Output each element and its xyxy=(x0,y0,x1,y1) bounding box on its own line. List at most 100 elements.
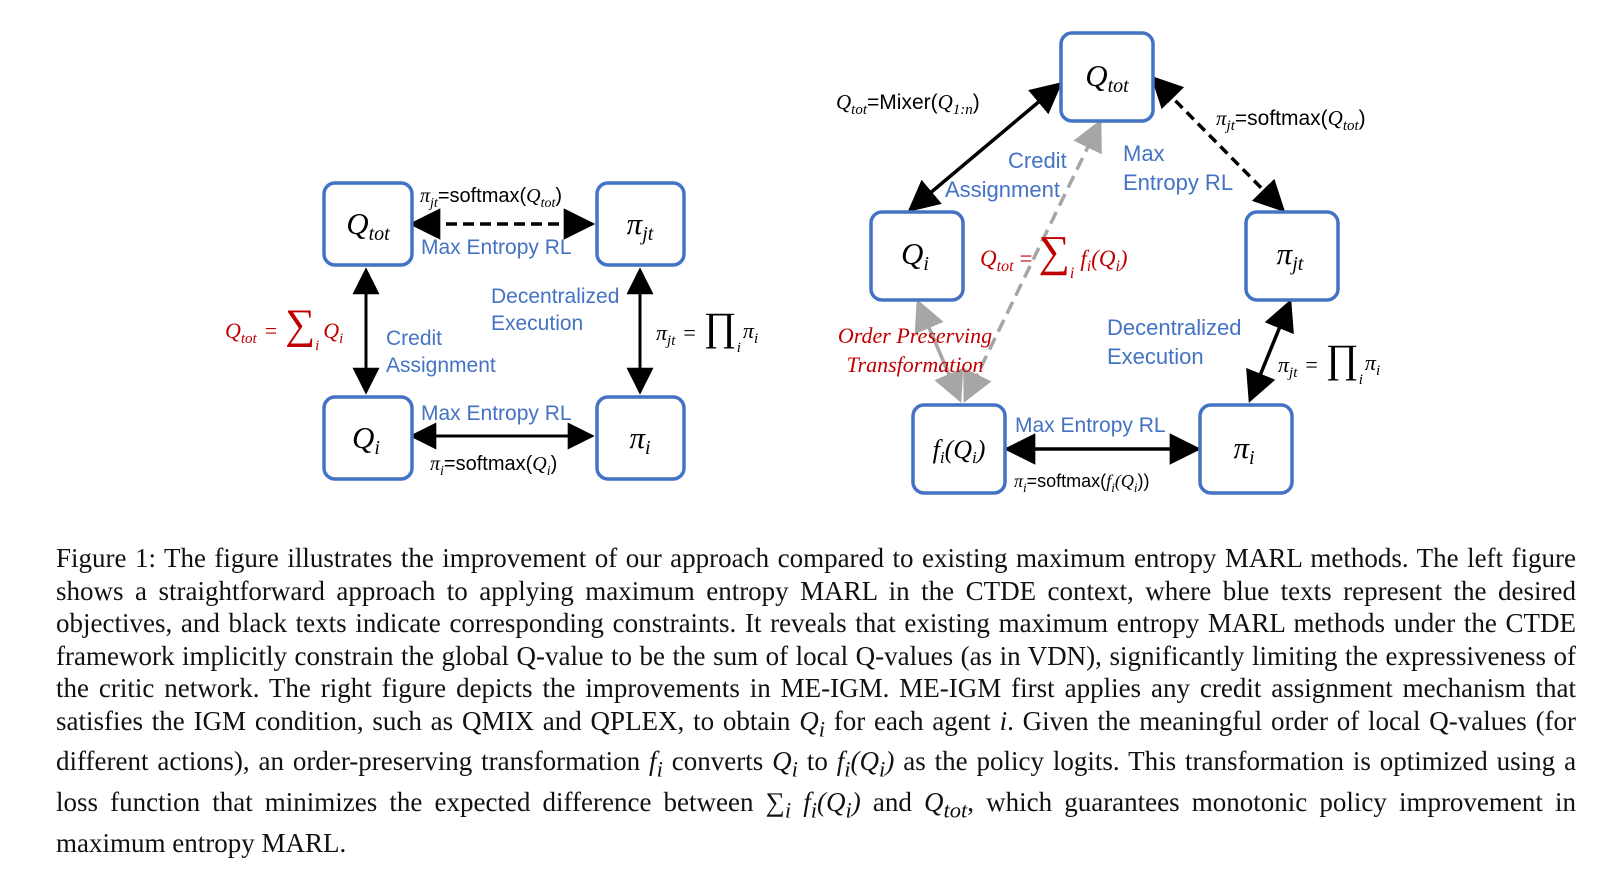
text: =softmax( xyxy=(444,453,533,475)
symbol: Q xyxy=(836,90,851,114)
node-label: (Q xyxy=(945,435,973,464)
caption-text: to xyxy=(806,746,828,777)
svg-text:Qtot: Qtot xyxy=(346,206,390,245)
caption-text: Figure 1: The figure illustrates the imp… xyxy=(56,543,1576,736)
text: =softmax( xyxy=(1027,471,1107,491)
subscript: i xyxy=(315,338,319,354)
right-node-pii: πi xyxy=(1198,403,1294,495)
subscript: i xyxy=(737,340,741,356)
symbol: Q xyxy=(323,318,339,343)
caption-text: , which guarantees monotonic policy impr… xyxy=(56,787,1577,859)
left-top-objective: Max Entropy RL xyxy=(421,236,572,259)
right-node-fq: fi(Qi) xyxy=(911,403,1007,495)
caption-math: Qi xyxy=(799,705,825,741)
symbol: f xyxy=(1106,471,1114,491)
caption-math: Qi xyxy=(772,746,798,782)
node-subscript: i xyxy=(1249,447,1255,469)
subscript: i xyxy=(1359,372,1363,388)
right-arrow-qtot-fq-dashed xyxy=(963,119,1102,403)
caption-text: for each agent xyxy=(833,705,991,736)
subscript: jt xyxy=(665,333,676,349)
prod-symbol: ∏ xyxy=(1326,336,1359,381)
caption-math: fi(Qi) xyxy=(836,746,895,782)
right-node-pijt: πjt xyxy=(1244,210,1340,302)
caption-math: Qtot xyxy=(924,787,968,823)
symbol: (Q xyxy=(1091,246,1116,271)
subscript: i xyxy=(547,464,551,479)
caption-text: and xyxy=(872,787,912,818)
symbol: π xyxy=(1014,471,1024,491)
text: ) xyxy=(555,185,562,207)
node-subscript: i xyxy=(940,448,945,467)
left-node-pijt: πjt xyxy=(595,181,686,267)
symbol: Q xyxy=(1328,106,1343,130)
node-label: Q xyxy=(1085,58,1107,93)
symbol: π xyxy=(1216,106,1227,130)
svg-text:πjt: πjt xyxy=(1277,236,1304,275)
symbol: π xyxy=(1365,350,1377,375)
node-subscript: jt xyxy=(639,223,654,245)
text: ) xyxy=(551,453,558,475)
node-label: π xyxy=(627,206,644,241)
text: ) xyxy=(1359,107,1366,130)
subscript: jt xyxy=(428,196,439,211)
node-label: Q xyxy=(346,206,368,241)
right-arrow-pijt-pii xyxy=(1246,299,1294,403)
text: =Mixer( xyxy=(867,91,938,114)
subscript: tot xyxy=(997,258,1014,275)
subscript: tot xyxy=(241,331,258,347)
node-subscript: i xyxy=(923,253,929,275)
subscript: tot xyxy=(851,102,868,118)
subscript: i xyxy=(1111,480,1115,495)
caption-math: i xyxy=(999,705,1008,736)
left-node-qi: Qi xyxy=(322,395,414,481)
right-bottom-constraint: πi=softmax(fi(Qi)) xyxy=(1014,471,1149,495)
node-label: π xyxy=(629,420,646,455)
subscript: tot xyxy=(1343,118,1360,134)
symbol: Q xyxy=(532,453,547,475)
right-mixer-constraint: Qtot=Mixer(Q1:n) xyxy=(836,90,980,118)
node-subscript: i xyxy=(374,437,380,459)
text: = xyxy=(683,320,695,345)
symbol: π xyxy=(656,320,668,345)
right-node-qtot: Qtot xyxy=(1059,31,1155,123)
symbol: f xyxy=(1080,246,1090,271)
subscript: i xyxy=(440,464,444,479)
left-top-constraint: πjt=softmax(Qtot) xyxy=(420,185,562,211)
node-label: f xyxy=(933,435,944,464)
figure-diagram: Qtot πjt Qi πi πjt=softmax(Qtot) Max Ent… xyxy=(225,31,1380,495)
subscript: i xyxy=(1087,258,1091,275)
node-subscript: i xyxy=(645,437,651,459)
svg-text:πi: πi xyxy=(1233,430,1254,469)
subscript: i xyxy=(1134,480,1138,495)
subscript: jt xyxy=(1225,118,1236,134)
symbol: (Q xyxy=(1115,471,1134,492)
caption-text: converts xyxy=(671,746,764,777)
text: = xyxy=(265,318,277,343)
subscript: i xyxy=(754,331,758,347)
symbol: Q xyxy=(526,185,541,207)
left-node-qtot: Qtot xyxy=(322,181,414,267)
right-diagram: Qtot Qi πjt fi(Qi) πi Qtot=Mixer(Q1:n) π… xyxy=(836,31,1380,495)
caption-text: as the policy logits. This transformatio… xyxy=(56,746,1577,818)
subscript: i xyxy=(1070,265,1074,282)
caption-math: ∑i fi(Qi) xyxy=(765,787,861,823)
left-bottom-constraint: πi=softmax(Qi) xyxy=(430,453,557,479)
subscript: i xyxy=(1115,258,1119,275)
node-label: Q xyxy=(352,420,374,455)
text: = xyxy=(1305,352,1317,377)
text: )) xyxy=(1137,471,1149,491)
svg-text:πjt: πjt xyxy=(627,206,654,245)
right-arrow-qi-fq xyxy=(914,299,964,403)
right-bottom-objective: Max Entropy RL xyxy=(1015,414,1166,437)
sum-symbol: ∑ xyxy=(285,302,315,348)
right-softmax-constraint: πjt=softmax(Qtot) xyxy=(1216,106,1366,134)
text: = xyxy=(1020,246,1033,271)
text: =softmax( xyxy=(1235,107,1328,130)
text: =softmax( xyxy=(438,185,527,207)
node-subscript: i xyxy=(972,448,977,467)
